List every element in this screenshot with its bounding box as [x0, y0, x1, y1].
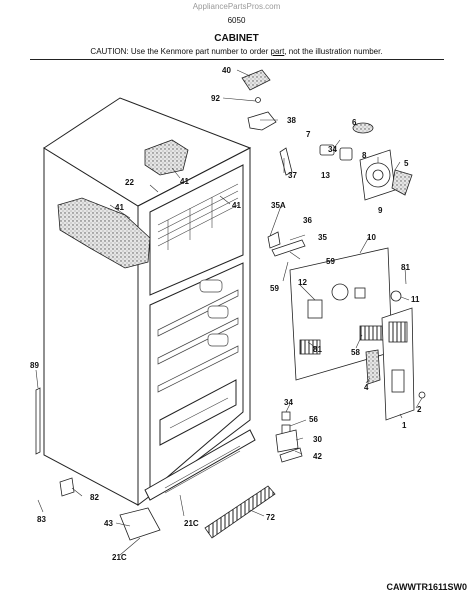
callout-41a: 41 [180, 177, 189, 186]
rear-control-panel [289, 247, 393, 381]
callout-7: 7 [306, 130, 311, 139]
callout-37: 37 [288, 171, 297, 180]
callout-41c: 41 [232, 201, 241, 210]
callout-6: 6 [352, 118, 357, 127]
leader-lines [35, 69, 423, 556]
callout-40: 40 [222, 66, 231, 75]
callout-34: 34 [328, 145, 337, 154]
caution-text: CAUTION: Use the Kenmore part number to … [90, 47, 271, 56]
callout-59b: 59 [270, 284, 279, 293]
model-number: CAWWTR1611SW0 [386, 582, 467, 592]
hinge-top-and-cover [241, 69, 277, 131]
part-callouts: 40 92 38 7 6 34 13 8 5 37 41 22 41 41 35… [30, 66, 422, 562]
callout-42: 42 [313, 452, 322, 461]
callout-81b: 81 [313, 345, 322, 354]
callout-22: 22 [125, 178, 134, 187]
callout-21C-a: 21C [184, 519, 199, 528]
callout-8: 8 [362, 151, 367, 160]
site-watermark: AppliancePartsPros.com [192, 2, 281, 11]
insulation-panels [57, 139, 189, 269]
callout-1: 1 [402, 421, 407, 430]
control-components [267, 122, 413, 257]
callout-11: 11 [411, 295, 420, 304]
callout-81a: 81 [401, 263, 410, 272]
callout-34b: 34 [284, 398, 293, 407]
callout-12: 12 [298, 278, 307, 287]
header-divider [30, 59, 444, 60]
callout-82: 82 [90, 493, 99, 502]
callout-83: 83 [37, 515, 46, 524]
lower-hinge-and-grille [35, 387, 303, 541]
callout-58: 58 [351, 348, 360, 357]
diagram-code: 6050 [227, 16, 246, 25]
callout-21C-b: 21C [112, 553, 127, 562]
callout-41b: 41 [115, 203, 124, 212]
callout-30: 30 [313, 435, 322, 444]
callout-35A: 35A [271, 201, 286, 210]
callout-89: 89 [30, 361, 39, 370]
callout-10: 10 [367, 233, 376, 242]
callout-4: 4 [364, 383, 369, 392]
callout-72: 72 [266, 513, 275, 522]
callout-38: 38 [287, 116, 296, 125]
page-title: CABINET [214, 33, 259, 44]
callout-35: 35 [318, 233, 327, 242]
callout-9: 9 [378, 206, 383, 215]
caution-note: CAUTION: Use the Kenmore part number to … [0, 47, 473, 56]
caution-part-link[interactable]: part [270, 47, 285, 56]
callout-36: 36 [303, 216, 312, 225]
callout-92: 92 [211, 94, 220, 103]
callout-59a: 59 [326, 257, 335, 266]
callout-13: 13 [321, 171, 330, 180]
dispenser-door [365, 290, 426, 421]
caution-text-end: , not the illustration number. [284, 47, 383, 56]
callout-2: 2 [417, 405, 422, 414]
callout-43: 43 [104, 519, 113, 528]
callout-5: 5 [404, 159, 409, 168]
callout-56: 56 [309, 415, 318, 424]
